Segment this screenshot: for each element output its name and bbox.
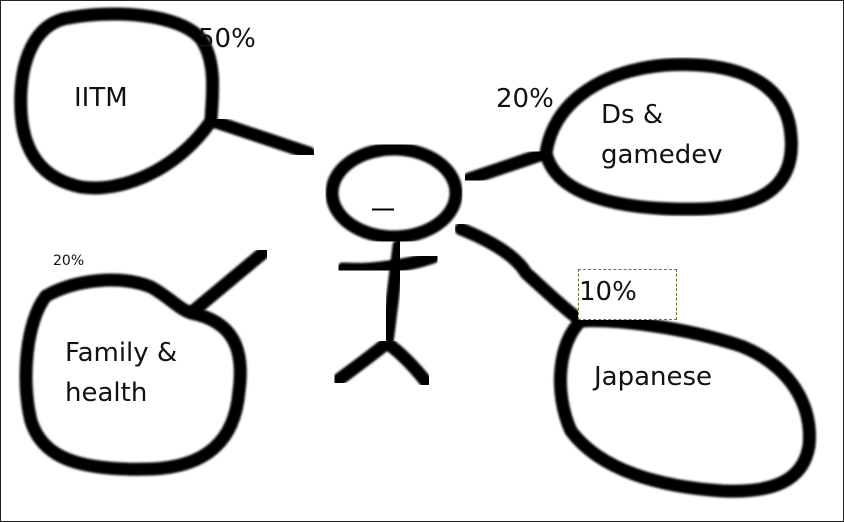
iitm-percent: 50% [198, 24, 256, 54]
figure-leg-right [380, 336, 434, 390]
family-health-label: Family & health [65, 333, 177, 414]
ds-gamedev-bubble [539, 58, 798, 216]
ds-gamedev-percent: 20% [496, 84, 554, 114]
stick-figure-icon [325, 142, 463, 390]
family-health-connector [184, 246, 270, 320]
ds-gamedev-label-line-1: Ds & [601, 100, 664, 130]
figure-leg-left [330, 336, 394, 388]
ds-gamedev-label: Ds & gamedev [601, 95, 723, 176]
japanese-bubble [553, 314, 816, 498]
japanese-connector [454, 222, 588, 328]
iitm-bubble [14, 7, 220, 195]
iitm-connector [206, 114, 316, 160]
ds-gamedev-connector [462, 146, 553, 186]
figure-mouth [366, 202, 400, 217]
text-selection-box[interactable] [578, 269, 677, 320]
family-health-label-line-1: Family & [65, 338, 178, 368]
family-health-percent: 20% [53, 253, 85, 269]
japanese-label-line: Japanese [594, 362, 713, 392]
japanese-percent[interactable]: 10% [579, 277, 637, 307]
iitm-label-line: IITM [74, 83, 128, 113]
iitm-label: IITM [74, 78, 128, 118]
japanese-label: Japanese [594, 357, 712, 397]
figure-arms [336, 250, 440, 276]
family-health-bubble [19, 273, 247, 476]
family-health-label-line-2: health [65, 378, 148, 409]
figure-head [325, 142, 463, 244]
ds-gamedev-label-line-2: gamedev [601, 140, 723, 171]
